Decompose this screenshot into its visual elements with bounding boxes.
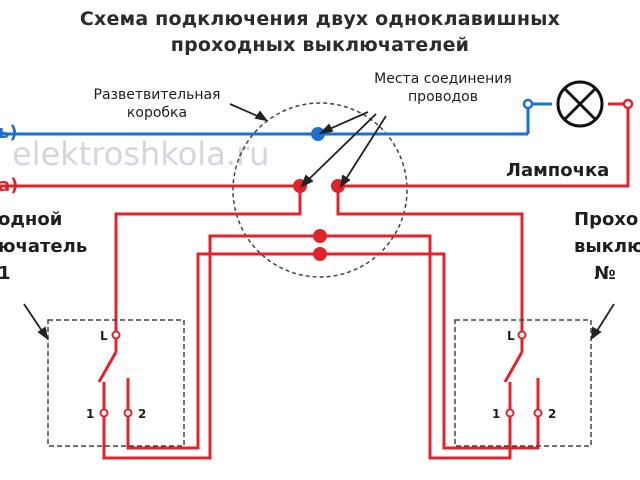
right-switch-label: Прохо выклю № xyxy=(574,209,640,284)
lamp-return-wire xyxy=(338,102,630,188)
neutral-terminal xyxy=(522,98,534,110)
diagram-title-line1: Схема подключения двух одноклавишных xyxy=(79,8,561,30)
traveler-wire-1 xyxy=(102,234,512,460)
left-switch-label: одной ючатель 1 xyxy=(0,209,88,284)
left-terminal-l: L xyxy=(100,329,108,343)
neutral-connection-dot xyxy=(311,127,325,141)
left-terminal-1: 1 xyxy=(86,407,94,421)
lamp-icon xyxy=(556,80,604,128)
lamp-label: Лампочка xyxy=(506,160,610,181)
right-switch-to-lamp-wire xyxy=(336,186,524,335)
left-switch-outline xyxy=(47,319,185,447)
neutral-wire-label: ь) xyxy=(0,122,18,143)
phase-to-left-switch-wire xyxy=(114,186,302,335)
phase-wire-label: а) xyxy=(0,175,19,196)
left-switch-icon xyxy=(97,330,133,418)
right-terminal-2: 2 xyxy=(548,407,556,421)
lamp-red-terminal xyxy=(622,98,634,110)
traveler-wire-2 xyxy=(126,252,540,450)
right-terminal-l: L xyxy=(507,329,515,343)
left-terminal-2: 2 xyxy=(138,407,146,421)
pointer-arrows xyxy=(23,103,615,341)
watermark: elektroshkola.ru xyxy=(12,135,269,173)
connections-label: Места соединения проводов xyxy=(374,71,512,105)
traveler-connection-dot-1 xyxy=(313,229,327,243)
diagram-title-line2: проходных выключателей xyxy=(170,34,470,56)
right-terminal-1: 1 xyxy=(492,407,500,421)
right-switch-outline xyxy=(454,319,592,447)
right-switch-icon xyxy=(503,330,543,418)
traveler-connection-dot-2 xyxy=(313,247,327,261)
junction-box-outline xyxy=(232,102,408,278)
junction-box-label: Разветвительная коробка xyxy=(93,87,221,121)
